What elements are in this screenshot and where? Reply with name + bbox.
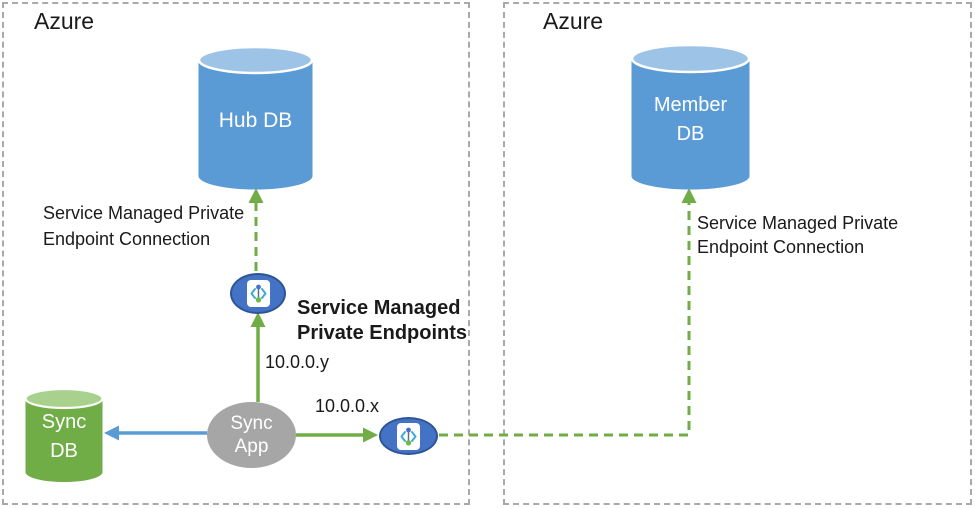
- hub-db-cylinder: [198, 46, 313, 190]
- sync-db-cylinder: [25, 388, 103, 482]
- member-db-cylinder: [631, 44, 750, 190]
- sync-db-label: Sync DB: [41, 411, 87, 462]
- hub-connection-label: Service Managed Private Endpoint Connect…: [43, 203, 245, 249]
- private-endpoint-icon: [246, 280, 270, 307]
- ip-address-hub-label: 10.0.0.y: [265, 352, 330, 372]
- member-db-label: Member DB: [653, 94, 728, 145]
- sync-app-node: Sync App: [207, 402, 296, 468]
- ip-address-member-label: 10.0.0.x: [315, 396, 380, 416]
- private-endpoint-icon: [397, 422, 420, 450]
- hub-db-label: Hub DB: [218, 109, 293, 132]
- azure-region-left-title: Azure: [34, 8, 95, 34]
- hub-private-endpoint-node: [230, 273, 286, 314]
- member-private-endpoint-node: [379, 417, 438, 455]
- azure-region-right-title: Azure: [543, 8, 604, 34]
- service-managed-private-endpoints-title: Service Managed Private Endpoints: [297, 297, 468, 344]
- member-connection-label: Service Managed Private Endpoint Connect…: [697, 213, 899, 257]
